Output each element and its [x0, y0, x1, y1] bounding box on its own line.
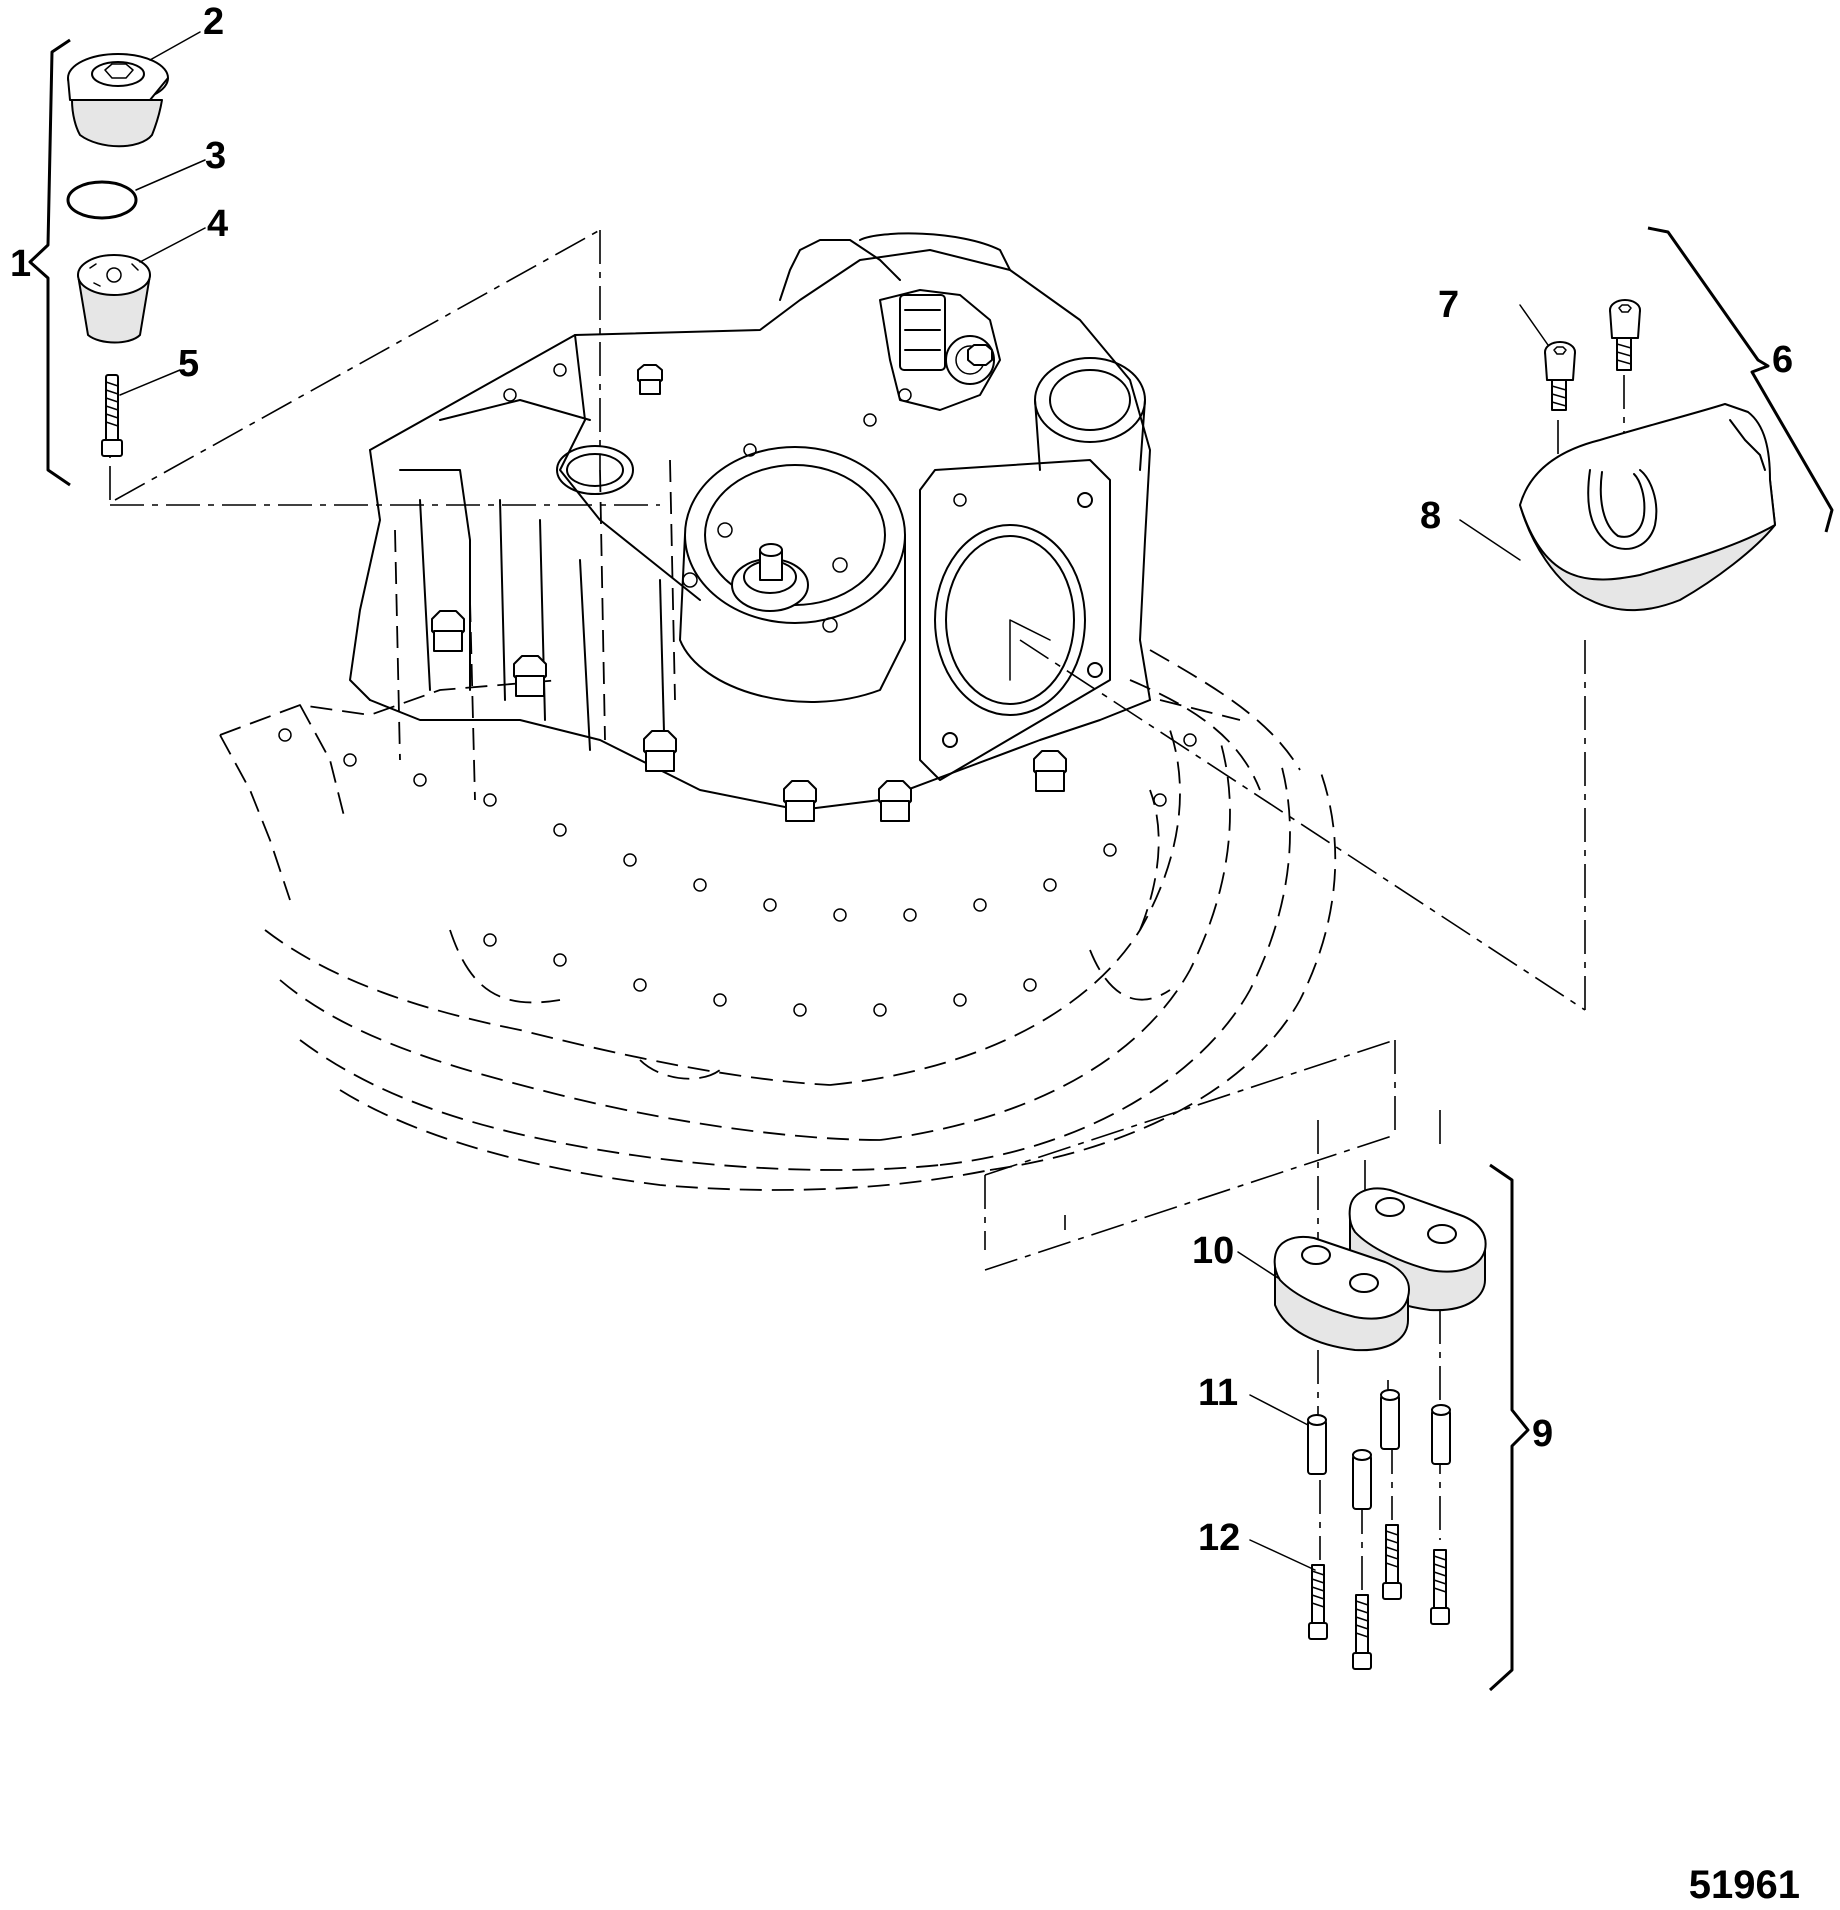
callout-6: 6 — [1772, 339, 1793, 381]
spacer-block-part — [1273, 1236, 1410, 1352]
cap-screw-part-2 — [1609, 299, 1641, 371]
cover-part — [1519, 403, 1776, 612]
o-ring-part — [66, 180, 138, 220]
tapered-insert-part — [77, 254, 151, 344]
bracket-group-9 — [1488, 1163, 1530, 1692]
callout-2: 2 — [203, 1, 224, 43]
callout-1: 1 — [10, 243, 31, 285]
spacer-screw-parts — [1308, 1524, 1450, 1670]
callout-3: 3 — [205, 135, 226, 177]
callout-10: 10 — [1192, 1230, 1234, 1272]
housing-bolts — [431, 344, 1067, 822]
plug-part — [67, 53, 169, 148]
spacer-kit-group: 9 10 — [1192, 1110, 1553, 1692]
callout-7: 7 — [1438, 284, 1459, 326]
callout-11: 11 — [1198, 1372, 1238, 1414]
callout-5: 5 — [178, 343, 199, 385]
sleeve-parts — [1307, 1389, 1451, 1510]
bracket-group-1 — [28, 38, 71, 487]
callout-12: 12 — [1198, 1517, 1240, 1559]
callout-9: 9 — [1532, 1413, 1553, 1455]
drive-housing-assembly — [109, 229, 1586, 1271]
cap-screw-part — [1544, 341, 1576, 411]
figure-id: 51961 — [1689, 1863, 1800, 1907]
plug-kit-group: 1 2 3 4 5 — [10, 1, 228, 487]
callout-8: 8 — [1420, 495, 1441, 537]
bracket-group-6 — [1647, 226, 1834, 533]
bearing-shaft-icon — [731, 543, 809, 612]
screw-part — [101, 374, 123, 457]
callout-4: 4 — [207, 203, 228, 245]
cover-kit-group: 6 7 8 — [1420, 226, 1834, 612]
